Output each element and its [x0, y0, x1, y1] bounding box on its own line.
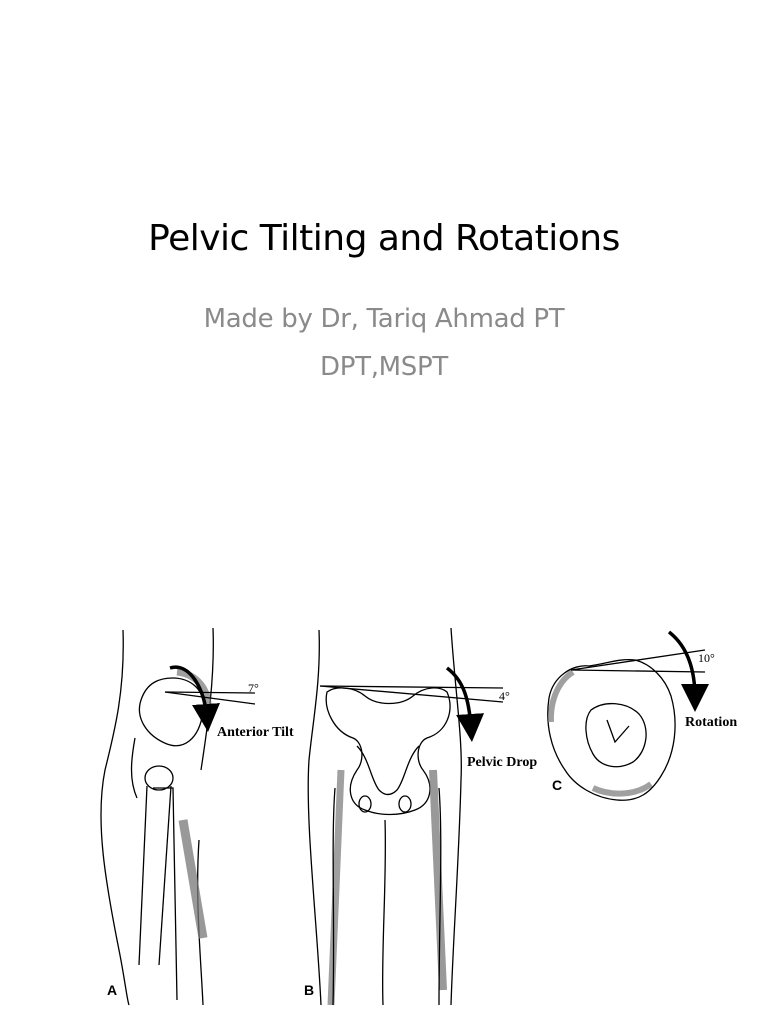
panel-c-caption: Rotation: [685, 715, 737, 730]
panel-b-caption: Pelvic Drop: [467, 755, 537, 770]
panel-b-angle-label: 4°: [499, 689, 510, 703]
panel-a-caption: Anterior Tilt: [217, 725, 294, 740]
panel-a-angle-label: 7°: [248, 681, 259, 695]
panel-b-pelvic-drop: [307, 627, 504, 1006]
slide-title: Pelvic Tilting and Rotations: [148, 218, 620, 259]
panel-c-rotation: [547, 630, 709, 801]
panel-c-angle-label: 10°: [698, 651, 715, 665]
panel-a-anterior-tilt: [100, 627, 256, 1006]
panel-c-letter: C: [552, 777, 562, 793]
slide-subtitle-degrees: DPT,MSPT: [320, 352, 448, 382]
panel-a-letter: A: [107, 982, 117, 998]
slide-subtitle-author: Made by Dr, Tariq Ahmad PT: [203, 304, 565, 334]
pelvic-motion-illustration: 7° Anterior Tilt A 4° Pelvic Drop B: [100, 627, 737, 1006]
panel-b-letter: B: [304, 982, 314, 998]
